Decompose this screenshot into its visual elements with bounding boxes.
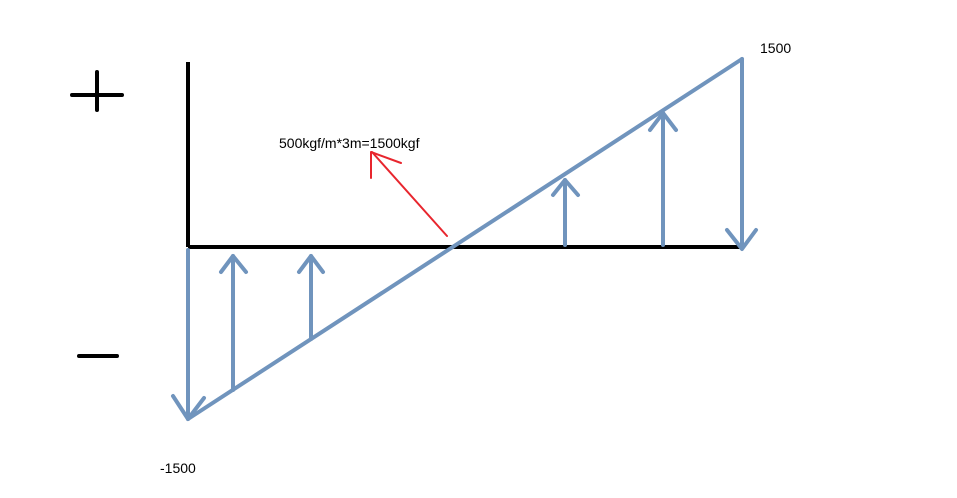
left-down-arrow-icon — [171, 248, 206, 421]
up-arrow-icon — [551, 178, 580, 247]
annotation-arrow-icon — [370, 151, 448, 237]
up-arrow-icon — [219, 254, 248, 392]
shear-line — [186, 57, 744, 421]
right-down-arrow-icon — [725, 57, 758, 251]
plus-sign-icon — [70, 70, 124, 112]
up-arrow-icon — [297, 254, 325, 341]
max-value-label: 1500 — [760, 40, 791, 56]
min-value-label: -1500 — [160, 460, 196, 476]
annotation-label: 500kgf/m*3m=1500kgf — [279, 135, 420, 151]
up-arrow-icon — [648, 111, 678, 247]
